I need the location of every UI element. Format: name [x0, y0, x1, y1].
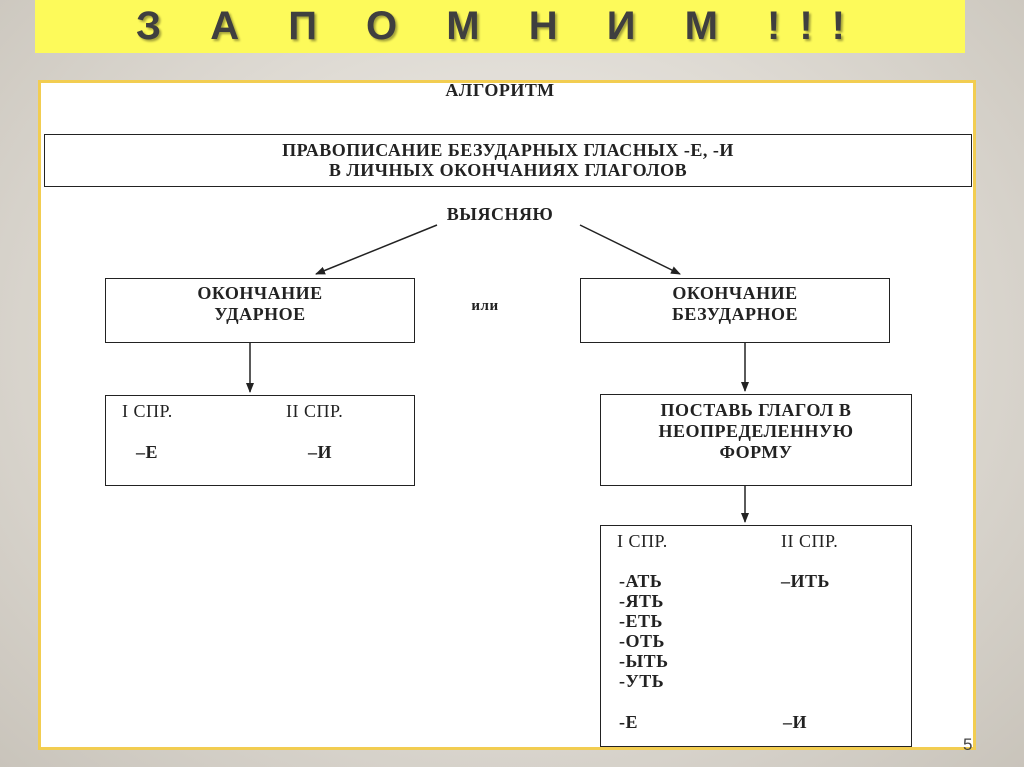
unstressed-conj2-label: II СПР. — [781, 531, 839, 551]
unstressed-line-2: БЕЗУДАРНОЕ — [672, 304, 798, 324]
stressed-line-1: ОКОНЧАНИЕ — [197, 283, 323, 303]
page-number: 5 — [963, 735, 973, 754]
unstressed-result-box: I СПР. II СПР. -АТЬ -ЯТЬ -ЕТЬ -ОТЬ -ЫТЬ … — [600, 525, 912, 747]
stressed-conj2-label: II СПР. — [286, 401, 344, 421]
infinitive-line-2: НЕОПРЕДЕЛЕННУЮ — [658, 421, 854, 441]
title-banner: З А П О М Н И М !!! — [35, 0, 965, 53]
unstressed-ending-i: –И — [783, 712, 808, 732]
topic-line-1: ПРАВОПИСАНИЕ БЕЗУДАРНЫХ ГЛАСНЫХ -Е, -И — [282, 140, 734, 160]
topic-line-2: В ЛИЧНЫХ ОКОНЧАНИЯХ ГЛАГОЛОВ — [328, 160, 688, 180]
infinitive-box: ПОСТАВЬ ГЛАГОЛ В НЕОПРЕДЕЛЕННУЮ ФОРМУ — [600, 394, 912, 486]
or-label: или — [471, 298, 499, 314]
suffix-at: -АТЬ — [619, 571, 663, 591]
algorithm-heading: АЛГОРИТМ — [445, 80, 555, 100]
unstressed-ending-box: ОКОНЧАНИЕ БЕЗУДАРНОЕ — [580, 278, 890, 343]
unstressed-line-1: ОКОНЧАНИЕ — [672, 283, 798, 303]
clarify-label: ВЫЯСНЯЮ — [446, 204, 554, 224]
infinitive-line-1: ПОСТАВЬ ГЛАГОЛ В — [660, 400, 852, 420]
banner-title: З А П О М Н И М !!! — [136, 4, 864, 48]
suffix-ut: -УТЬ — [619, 671, 665, 691]
suffix-ot: -ОТЬ — [619, 631, 665, 651]
stressed-line-2: УДАРНОЕ — [214, 304, 306, 324]
stressed-result-box: I СПР. II СПР. –Е –И — [105, 395, 415, 486]
stressed-ending-i: –И — [308, 442, 333, 462]
stressed-ending-box: ОКОНЧАНИЕ УДАРНОЕ — [105, 278, 415, 343]
suffix-et: -ЕТЬ — [619, 611, 663, 631]
stressed-conj1-label: I СПР. — [122, 401, 173, 421]
topic-box: ПРАВОПИСАНИЕ БЕЗУДАРНЫХ ГЛАСНЫХ -Е, -И В… — [44, 134, 972, 187]
stressed-ending-e: –Е — [136, 442, 159, 462]
infinitive-line-3: ФОРМУ — [719, 442, 793, 462]
unstressed-ending-e: -Е — [619, 712, 638, 732]
suffix-yat: -ЯТЬ — [619, 591, 664, 611]
unstressed-conj1-label: I СПР. — [617, 531, 668, 551]
suffix-it: –ИТЬ — [781, 571, 830, 591]
arrow-to-stressed — [315, 224, 438, 275]
arrow-to-unstressed — [579, 224, 681, 275]
suffix-yt: -ЫТЬ — [619, 651, 669, 671]
